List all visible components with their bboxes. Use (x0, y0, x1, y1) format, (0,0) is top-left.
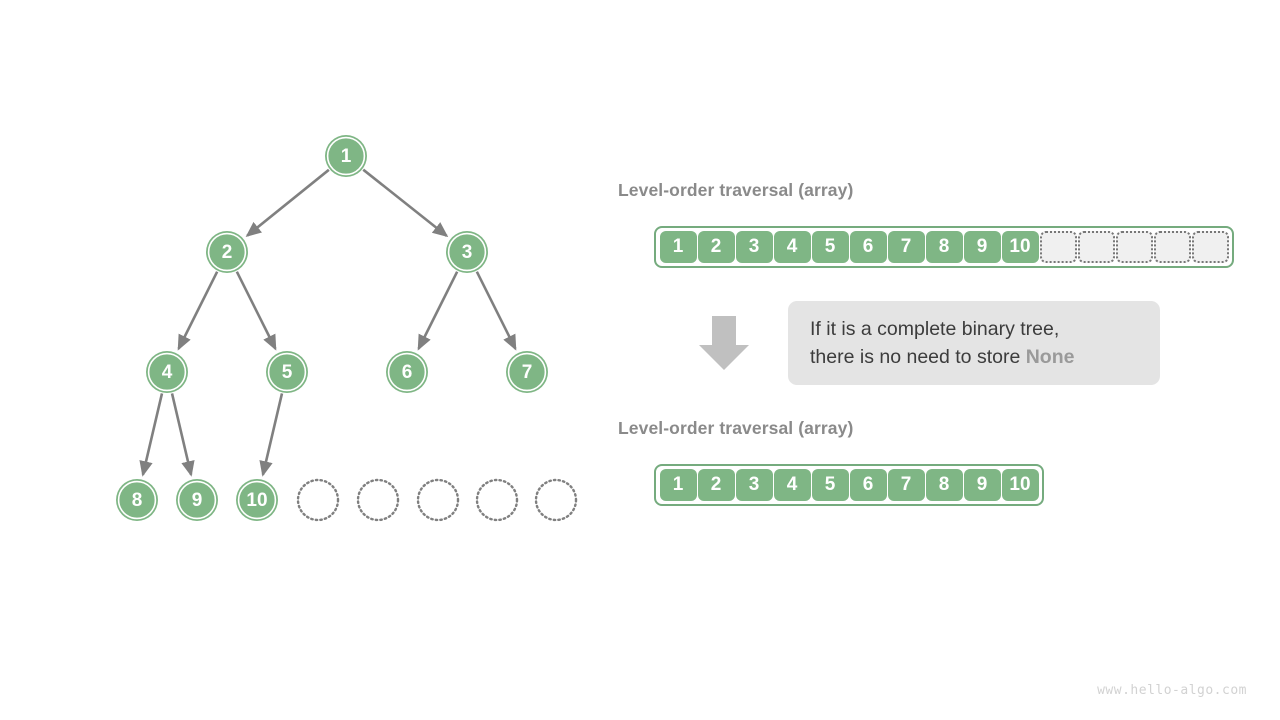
tree-edge (475, 271, 517, 351)
tree-edge (170, 393, 195, 477)
empty-node-group (296, 478, 578, 522)
array-without-none-cell: 6 (849, 469, 887, 501)
tree-edge (235, 271, 277, 351)
tree-node-circle (266, 351, 308, 393)
array-without-none-cell: 4 (773, 469, 811, 501)
tree-node-circle (325, 135, 367, 177)
tree-node-label: 3 (462, 242, 473, 263)
array-with-none-empty-cell (1077, 231, 1115, 263)
level-order-heading-without-none: Level-order traversal (array) (618, 418, 854, 438)
array-without-none-cell: 10 (1001, 469, 1039, 501)
array-without-none-cell: 9 (963, 469, 1001, 501)
tree-node: 5 (266, 351, 308, 393)
tree-node-inner-ring (207, 232, 247, 272)
array-with-none-cell: 5 (811, 231, 849, 263)
tree-node: 4 (146, 351, 188, 393)
tree-edge (245, 168, 330, 237)
tree-node-circle (116, 479, 158, 521)
tree-node: 7 (506, 351, 548, 393)
callout-box: If it is a complete binary tree, there i… (788, 301, 1160, 385)
down-arrow-icon (699, 316, 749, 370)
level-order-heading-with-none: Level-order traversal (array) (618, 180, 854, 200)
empty-tree-node (416, 478, 460, 522)
tree-node: 6 (386, 351, 428, 393)
array-with-none-cell: 8 (925, 231, 963, 263)
tree-edge (417, 271, 459, 351)
tree-node: 10 (236, 479, 278, 521)
array-with-none-cell: 10 (1001, 231, 1039, 263)
tree-edge (139, 393, 164, 477)
callout-line-1: If it is a complete binary tree, (810, 318, 1060, 340)
tree-node-label: 6 (402, 362, 413, 383)
tree-node-label: 5 (282, 362, 293, 383)
empty-tree-node (534, 478, 578, 522)
tree-node-label: 4 (162, 362, 173, 383)
tree-node-circle (176, 479, 218, 521)
tree-node-label: 7 (522, 362, 533, 383)
array-with-none-cell: 3 (735, 231, 773, 263)
array-with-none-cell: 6 (849, 231, 887, 263)
array-without-none-cell: 1 (659, 469, 697, 501)
callout-none-keyword: None (1025, 346, 1075, 368)
tree-node-circle (146, 351, 188, 393)
array-without-none-cell: 5 (811, 469, 849, 501)
tree-edge (177, 271, 219, 351)
tree-node: 1 (325, 135, 367, 177)
array-without-none-cell: 3 (735, 469, 773, 501)
tree-node: 9 (176, 479, 218, 521)
array-with-none-empty-cell (1153, 231, 1191, 263)
array-with-none-empty-cell (1039, 231, 1077, 263)
tree-node-label: 2 (222, 242, 233, 263)
array-without-none-cell: 8 (925, 469, 963, 501)
tree-node: 8 (116, 479, 158, 521)
empty-tree-node (296, 478, 340, 522)
tree-node-circle (386, 351, 428, 393)
tree-node-group: 1 2 3 4 5 6 7 8 9 10 (116, 135, 548, 521)
array-with-none-empty-cell (1115, 231, 1153, 263)
tree-node-circle (236, 479, 278, 521)
tree-node-label: 9 (192, 490, 203, 511)
array-with-none-cell: 2 (697, 231, 735, 263)
tree-node-circle (206, 231, 248, 273)
tree-node-inner-ring (326, 136, 366, 176)
tree-node-inner-ring (147, 352, 187, 392)
empty-tree-node (475, 478, 519, 522)
tree-node-label: 10 (246, 490, 267, 511)
array-without-none-cell: 7 (887, 469, 925, 501)
tree-node-inner-ring (177, 480, 217, 520)
tree-node-inner-ring (117, 480, 157, 520)
empty-tree-node (356, 478, 400, 522)
tree-node-inner-ring (237, 480, 277, 520)
tree-node-circle (446, 231, 488, 273)
array-without-none-cell: 2 (697, 469, 735, 501)
tree-node: 3 (446, 231, 488, 273)
binary-tree-diagram: 1 2 3 4 5 6 7 8 9 10 (116, 135, 578, 522)
array-with-none-cell: 7 (887, 231, 925, 263)
tree-node-inner-ring (387, 352, 427, 392)
callout-text: If it is a complete binary tree, there i… (810, 315, 1074, 371)
tree-node-label: 1 (341, 146, 352, 167)
array-with-none-empty-cell (1191, 231, 1229, 263)
tree-node-inner-ring (267, 352, 307, 392)
tree-edge-group (139, 168, 517, 477)
array-with-none-cell: 9 (963, 231, 1001, 263)
tree-node: 2 (206, 231, 248, 273)
watermark: www.hello-algo.com (1097, 683, 1247, 698)
array-with-none-cell: 4 (773, 231, 811, 263)
tree-edge (259, 393, 284, 477)
tree-node-inner-ring (507, 352, 547, 392)
tree-node-label: 8 (132, 490, 143, 511)
array-with-none-cell: 1 (659, 231, 697, 263)
tree-node-inner-ring (447, 232, 487, 272)
tree-node-circle (506, 351, 548, 393)
tree-edge (362, 168, 449, 238)
callout-line-2: there is no need to store (810, 346, 1026, 368)
